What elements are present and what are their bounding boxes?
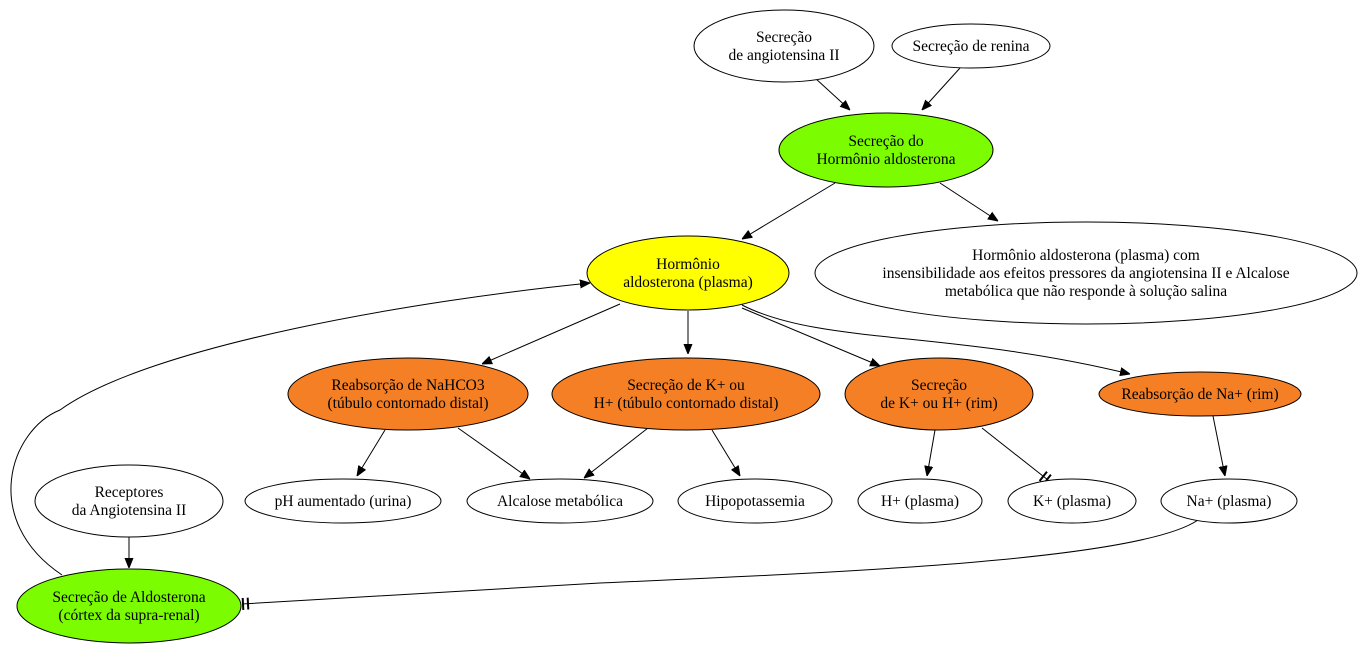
node-secrecao-k-h-tubulo[interactable]: Secreção de K+ ouH+ (túbulo contornado d… xyxy=(551,357,821,431)
edge-aldosterona-plasma-to-secr-k-h-rim xyxy=(741,307,880,366)
node-alcalose-metabolica[interactable]: Alcalose metabólica xyxy=(466,478,654,524)
node-shape xyxy=(857,478,983,524)
node-insensibilidade-angiotensina[interactable]: Hormônio aldosterona (plasma) cominsensi… xyxy=(814,221,1358,325)
node-label-line: Receptores xyxy=(95,484,164,501)
node-secrecao-aldosterona-cortex[interactable]: Secreção de Aldosterona(córtex da supra-… xyxy=(16,568,242,644)
node-label-line: metabólica que não responde à solução sa… xyxy=(945,283,1227,300)
edge-secr-k-h-rim-to-h-plasma xyxy=(927,429,936,476)
edge-aldosterona-plasma-to-reabs-nahco3 xyxy=(482,303,621,364)
edge-reabs-nahco3-to-ph-urina xyxy=(357,429,386,476)
node-shape xyxy=(677,478,833,524)
edge-angiotensina-to-secrecao-aldosterona xyxy=(814,77,850,110)
node-k-plasma[interactable]: K+ (plasma) xyxy=(1007,478,1137,524)
node-label-line: Na+ (plasma) xyxy=(1187,493,1272,510)
edge-reabs-nahco3-to-alcalose xyxy=(457,427,530,479)
node-label-line: K+ (plasma) xyxy=(1033,493,1111,510)
node-label-line: da Angiotensina II xyxy=(72,502,187,519)
node-shape xyxy=(244,478,442,524)
node-na-plasma[interactable]: Na+ (plasma) xyxy=(1160,478,1298,524)
node-label-line: insensibilidade aos efeitos pressores da… xyxy=(882,265,1289,282)
edge-secr-k-h-rim-to-k-plasma xyxy=(981,427,1052,485)
node-label-line: Reabsorção de Na+ (rim) xyxy=(1121,386,1278,403)
node-label-line: Secreção de renina xyxy=(912,38,1029,55)
node-label-line: H+ (túbulo contornado distal) xyxy=(594,395,779,412)
node-label-line: Secreção de Aldosterona xyxy=(52,589,205,606)
node-shape xyxy=(34,464,224,538)
node-label-line: Secreção de K+ ou xyxy=(627,377,745,394)
node-shape xyxy=(16,568,242,644)
edge-reabs-na-to-na-plasma xyxy=(1212,415,1225,476)
node-secrecao-renina[interactable]: Secreção de renina xyxy=(891,23,1051,69)
edge-na-plasma-to-secr-aldo-cortex xyxy=(241,519,1199,610)
node-label-line: Secreção xyxy=(911,377,967,394)
node-label-line: (córtex da supra-renal) xyxy=(58,607,199,624)
node-label-line: Hormônio aldosterona (plasma) com xyxy=(972,247,1200,264)
node-shape xyxy=(844,357,1034,431)
edge-secr-aldo-cortex-to-aldosterona-plasma xyxy=(10,283,590,576)
node-label-line: Hipopotassemia xyxy=(705,493,805,510)
edge-aldosterona-plasma-to-reabs-na xyxy=(741,304,1130,374)
edge-secr-k-h-tubulo-to-hipopotassemia xyxy=(711,429,740,476)
node-label-line: Hormônio xyxy=(656,256,720,273)
node-label-line: Alcalose metabólica xyxy=(497,493,623,510)
node-label-line: Secreção xyxy=(756,29,812,46)
node-shape xyxy=(814,221,1358,325)
node-hipopotassemia[interactable]: Hipopotassemia xyxy=(677,478,833,524)
node-shape xyxy=(551,357,821,431)
node-label-line: (túbulo contornado distal) xyxy=(328,395,489,412)
node-shape xyxy=(693,9,875,83)
node-h-plasma[interactable]: H+ (plasma) xyxy=(857,478,983,524)
node-label-line: Secreção do xyxy=(848,133,924,150)
node-shape xyxy=(466,478,654,524)
node-shape xyxy=(287,357,529,431)
node-label-line: Reabsorção de NaHCO3 xyxy=(331,377,484,394)
node-shape xyxy=(1160,478,1298,524)
node-reabsorcao-nahco3[interactable]: Reabsorção de NaHCO3(túbulo contornado d… xyxy=(287,357,529,431)
node-shape xyxy=(1098,371,1302,417)
edge-renina-to-secrecao-aldosterona xyxy=(922,67,961,110)
node-shape xyxy=(1007,478,1137,524)
node-label-line: Hormônio aldosterona xyxy=(816,151,955,168)
node-label-line: de angiotensina II xyxy=(728,47,839,64)
node-shape xyxy=(586,235,790,311)
node-label-line: aldosterona (plasma) xyxy=(623,274,753,291)
node-label-line: pH aumentado (urina) xyxy=(275,493,412,510)
node-shape xyxy=(778,112,994,188)
edge-secr-k-h-tubulo-to-alcalose xyxy=(584,427,649,478)
edge-secrecao-aldosterona-to-aldosterona-plasma xyxy=(742,182,836,239)
node-ph-aumentado-urina[interactable]: pH aumentado (urina) xyxy=(244,478,442,524)
node-reabsorcao-na-rim[interactable]: Reabsorção de Na+ (rim) xyxy=(1098,371,1302,417)
node-shape xyxy=(891,23,1051,69)
edge-secrecao-aldosterona-to-insensibilidade xyxy=(939,182,998,221)
node-label-line: de K+ ou H+ (rim) xyxy=(880,395,997,412)
node-label-line: H+ (plasma) xyxy=(881,493,959,510)
